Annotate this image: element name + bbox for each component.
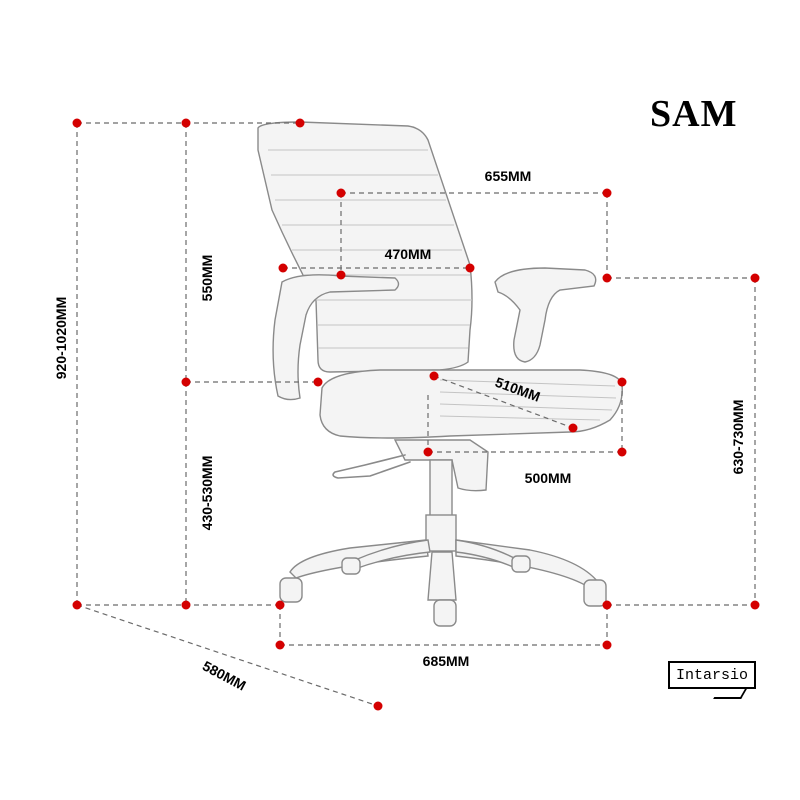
tilt-lever (332, 454, 411, 479)
base-leg-front (427, 551, 457, 601)
label-seat-height: 430-530MM (199, 456, 215, 531)
label-depth: 580MM (200, 658, 249, 694)
chair-illustration (257, 121, 623, 627)
brand-logo-tail (713, 689, 747, 699)
label-seat-depth: 500MM (525, 470, 572, 486)
label-back-width: 470MM (385, 246, 432, 262)
seat-mesh (439, 379, 617, 421)
label-back-height: 550MM (199, 255, 215, 302)
chair-seat (319, 369, 623, 439)
marker-dots (72, 118, 760, 711)
backrest-mesh (268, 149, 472, 349)
left-armrest (272, 274, 400, 401)
cylinder-cover (425, 514, 457, 552)
product-title: SAM (650, 93, 738, 135)
brand-logo: Intarsio (668, 661, 756, 689)
gas-cylinder (429, 459, 453, 521)
label-armrest-height: 630-730MM (730, 400, 746, 475)
label-overall-width: 655MM (485, 168, 532, 184)
right-armrest (494, 267, 597, 363)
label-base-diameter: 685MM (423, 653, 470, 669)
label-total-height: 920-1020MM (53, 297, 69, 380)
seat-mechanism (393, 439, 489, 492)
castors (279, 555, 607, 627)
